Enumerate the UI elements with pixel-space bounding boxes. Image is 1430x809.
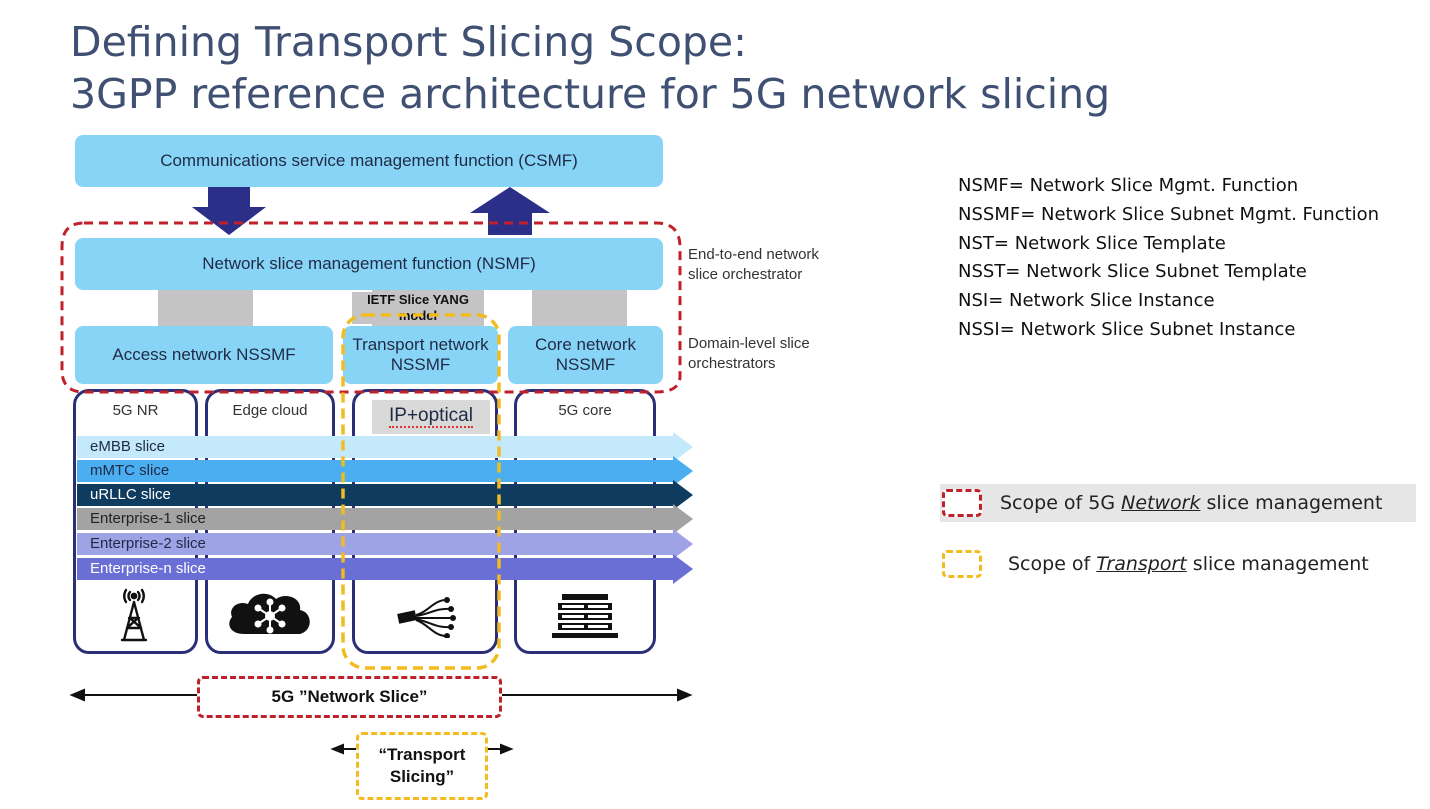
access-nssmf-box: Access network NSSMF: [75, 326, 333, 384]
slice-label: Enterprise-n slice: [90, 560, 206, 577]
legend-transport-text: Scope of Transport slice management: [1008, 553, 1369, 575]
abbreviation-item: NSST= Network Slice Subnet Template: [958, 261, 1307, 283]
slice-bar: [77, 508, 675, 530]
slice-arrowhead: [673, 504, 693, 534]
slice-arrowhead: [673, 480, 693, 510]
fiber-optic-icon: [397, 597, 456, 638]
legend-transport-scope: Scope of Transport slice management: [940, 545, 1369, 583]
transport-slicing-label: “Transport Slicing”: [356, 732, 488, 800]
slice-arrowhead: [673, 554, 693, 584]
abbreviation-item: NST= Network Slice Template: [958, 232, 1226, 254]
slice-bar: [77, 436, 675, 458]
slice-bar: [77, 484, 675, 506]
slice-label: mMTC slice: [90, 462, 170, 479]
domain-orchestrator-label: Domain-level slice orchestrators: [688, 335, 810, 372]
page-title: Defining Transport Slicing Scope: 3GPP r…: [70, 16, 1110, 120]
abbreviation-item: NSSI= Network Slice Subnet Instance: [958, 318, 1296, 340]
core-nssmf-label: Core network NSSMF: [534, 335, 637, 374]
server-rack-icon: [552, 594, 618, 638]
column-label-5g-nr: 5G NR: [112, 402, 159, 419]
nsmf-label: Network slice management function (NSMF): [202, 254, 536, 273]
slice-bar: [77, 460, 675, 482]
slice-label: Enterprise-1 slice: [90, 510, 206, 527]
title-line-2: 3GPP reference architecture for 5G netwo…: [70, 70, 1111, 118]
legend-transport-swatch: [942, 550, 982, 578]
transport-nssmf-box: Transport network NSSMF: [343, 326, 498, 384]
slice-label: Enterprise-2 slice: [90, 535, 206, 552]
antenna-tower-icon: [120, 588, 148, 642]
access-connector: [158, 290, 253, 326]
abbreviation-item: NSI= Network Slice Instance: [958, 290, 1215, 312]
title-line-1: Defining Transport Slicing Scope:: [70, 18, 747, 66]
transport-nssmf-label: Transport network NSSMF: [352, 335, 489, 374]
slice-arrowhead: [673, 456, 693, 486]
csmf-label: Communications service management functi…: [160, 151, 578, 170]
column-label-ip-optical: IP+optical: [372, 400, 490, 434]
access-nssmf-label: Access network NSSMF: [112, 345, 296, 364]
slice-arrowhead: [673, 529, 693, 559]
nsmf-box: Network slice management function (NSMF): [75, 238, 663, 290]
e2e-orchestrator-label: End-to-end network slice orchestrator: [688, 246, 819, 283]
column-label-edge-cloud: Edge cloud: [232, 402, 308, 419]
network-slice-label: 5G ”Network Slice”: [197, 676, 502, 718]
abbreviation-item: NSMF= Network Slice Mgmt. Function: [958, 175, 1299, 196]
abbreviation-item: NSSMF= Network Slice Subnet Mgmt. Functi…: [958, 203, 1380, 225]
abbreviation-list: NSMF= Network Slice Mgmt. Function NSSMF…: [958, 172, 1379, 345]
transport-slicing-span-arrow: [330, 743, 514, 755]
column-label-5g-core: 5G core: [558, 402, 612, 419]
legend-network-text: Scope of 5G Network slice management: [1000, 492, 1383, 514]
core-connector: [532, 290, 627, 326]
cloud-network-icon: [229, 593, 310, 634]
legend-network-swatch: [942, 489, 982, 517]
core-nssmf-box: Core network NSSMF: [508, 326, 663, 384]
down-arrow-icon: [192, 187, 266, 235]
network-scope-outline: [60, 221, 682, 394]
slice-arrowhead: [673, 432, 693, 462]
slice-bar: [77, 558, 675, 580]
ietf-yang-label: IETF Slice YANG model: [352, 292, 484, 324]
csmf-box: Communications service management functi…: [75, 135, 663, 187]
slice-label: eMBB slice: [90, 438, 166, 455]
transport-scope-outline: [341, 313, 501, 670]
slice-label: uRLLC slice: [90, 486, 171, 503]
legend-network-scope: Scope of 5G Network slice management: [940, 484, 1416, 522]
slice-bar: [77, 533, 675, 555]
